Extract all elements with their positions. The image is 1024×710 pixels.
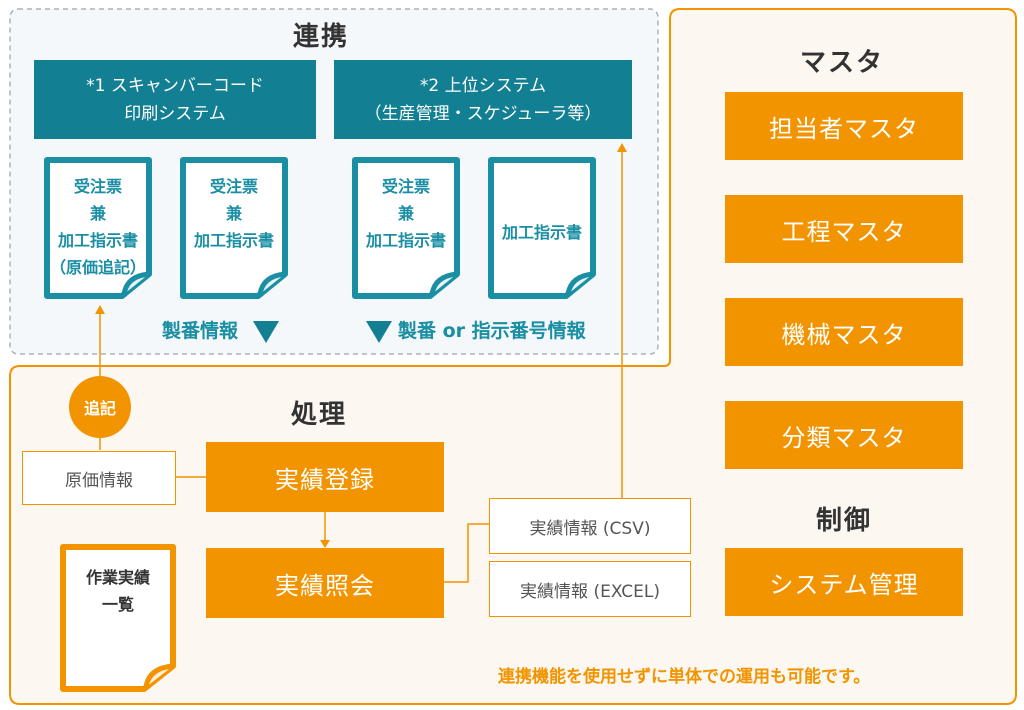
cost-info-box: 原価情報	[22, 451, 176, 505]
append-arrowhead	[95, 305, 105, 314]
scan-barcode-system-box: *1 スキャンバーコード 印刷システム	[34, 60, 316, 139]
result-inquiry-button[interactable]: 実績照会	[206, 548, 444, 618]
append-badge: 追記	[69, 376, 131, 438]
doc4-line: 加工指示書	[501, 223, 582, 242]
category-master-button[interactable]: 分類マスタ	[725, 401, 963, 469]
doc3-line: 加工指示書	[365, 231, 446, 250]
result-info-excel-box: 実績情報 (EXCEL)	[489, 561, 691, 617]
doc1-line: 加工指示書	[57, 231, 138, 250]
doc3-line: 受注票	[381, 177, 430, 196]
doc1-line: （原価追記）	[49, 258, 146, 277]
system1-line2: 印刷システム	[124, 103, 226, 124]
machine-master-button[interactable]: 機械マスタ	[725, 298, 963, 366]
result-register-button[interactable]: 実績登録	[206, 442, 444, 512]
doc2-line: 兼	[225, 204, 242, 223]
document-icon: 受注票 兼 加工指示書 （原価追記）	[42, 155, 154, 301]
doc2-line: 受注票	[209, 177, 258, 196]
doc3-line: 兼	[397, 204, 414, 223]
document-icon: 加工指示書	[486, 155, 598, 301]
upper-system-box: *2 上位システム （生産管理・スケジューラ等）	[334, 60, 632, 139]
system2-line1: *2 上位システム	[419, 75, 547, 96]
serial-or-instruction-number-label: 製番 or 指示番号情報	[398, 320, 586, 342]
work-result-list-line: 一覧	[101, 595, 134, 614]
orange-region	[9, 8, 1017, 705]
doc1-line: 兼	[89, 204, 106, 223]
result-info-csv-box: 実績情報 (CSV)	[489, 498, 691, 554]
control-title: 制御	[816, 506, 873, 536]
process-master-button[interactable]: 工程マスタ	[725, 195, 963, 263]
master-title: マスタ	[800, 48, 885, 78]
document-icon: 受注票 兼 加工指示書	[350, 155, 462, 301]
system1-line1: *1 スキャンバーコード	[86, 75, 264, 96]
down-triangle-icon	[253, 321, 279, 343]
integration-title: 連携	[293, 22, 350, 52]
staff-master-button[interactable]: 担当者マスタ	[725, 92, 963, 160]
standalone-note: 連携機能を使用せずに単体での運用も可能です。	[498, 667, 871, 687]
serial-number-info-label: 製番情報	[162, 320, 239, 342]
system2-line2: （生産管理・スケジューラ等）	[364, 103, 602, 124]
doc2-line: 加工指示書	[193, 231, 274, 250]
work-result-list-line: 作業実績	[85, 568, 150, 587]
doc1-line: 受注票	[73, 177, 122, 196]
system-admin-button[interactable]: システム管理	[725, 548, 963, 616]
document-icon: 受注票 兼 加工指示書	[178, 155, 290, 301]
processing-title: 処理	[291, 400, 348, 430]
down-triangle-icon	[366, 321, 392, 343]
document-icon: 作業実績 一覧	[58, 542, 178, 694]
csv-link-line	[444, 523, 489, 583]
